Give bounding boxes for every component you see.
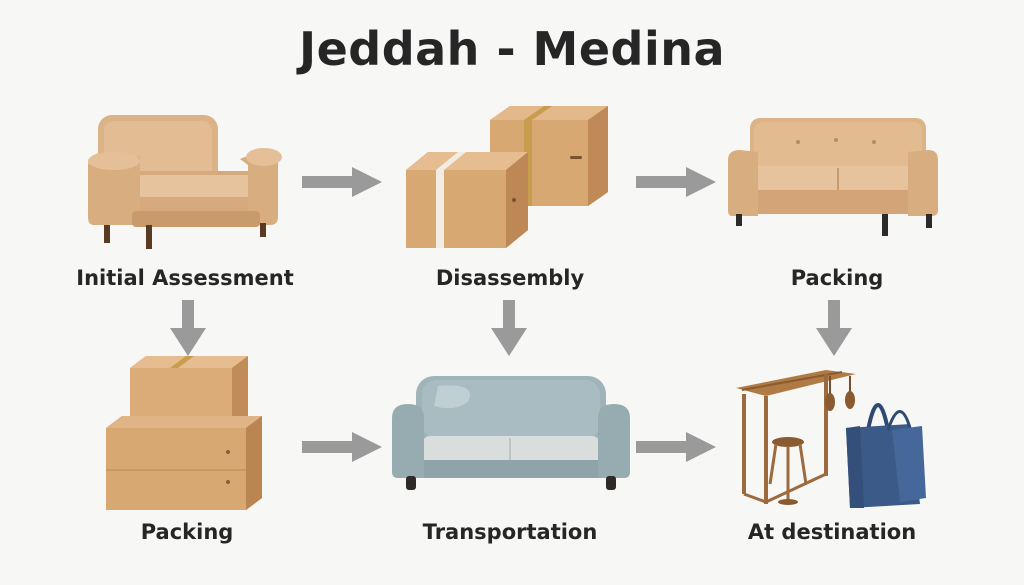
box-stack-icon: [106, 356, 262, 510]
step-label-at-destination: At destination: [747, 520, 917, 544]
arrow-right-icon: [302, 167, 382, 197]
page-title: Jeddah - Medina: [298, 22, 726, 76]
arrow-right-icon: [636, 432, 716, 462]
armchair-icon: [88, 115, 282, 249]
rack-stool-bags-icon: [736, 370, 926, 508]
step-label-transportation: Transportation: [422, 520, 598, 544]
step-label-initial-assessment: Initial Assessment: [76, 266, 294, 290]
blue-sofa-icon: [392, 376, 630, 490]
arrow-right-icon: [636, 167, 716, 197]
step-label-packing: Packing: [790, 266, 884, 290]
arrow-down-icon: [491, 300, 527, 356]
arrow-down-icon: [816, 300, 852, 356]
stacked-boxes-icon: [406, 106, 608, 248]
step-label-packing-2: Packing: [140, 520, 234, 544]
arrow-right-icon: [302, 432, 382, 462]
arrow-down-icon: [170, 300, 206, 356]
step-label-disassembly: Disassembly: [435, 266, 585, 290]
sofa-icon: [728, 118, 938, 236]
